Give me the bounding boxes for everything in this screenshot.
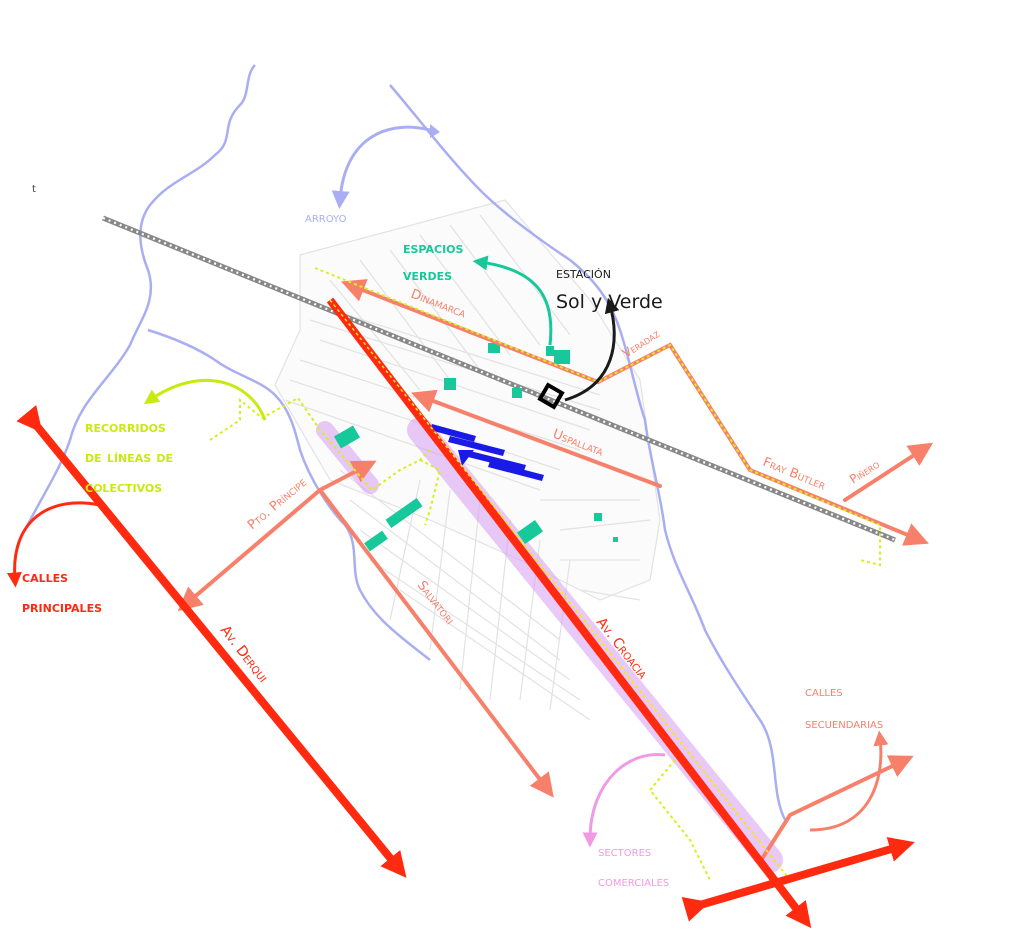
main-streets (16, 297, 915, 929)
label-calles-sec: calles (805, 684, 843, 700)
label-de-lineas: de líneas de (85, 448, 173, 466)
label-verdes: verdes (403, 266, 452, 284)
street-grid (274, 199, 661, 721)
north-mark: t (32, 184, 36, 195)
label-calles: calles (22, 567, 68, 586)
label-secuendarias: secuendarias (805, 716, 883, 732)
blue-blocks (430, 424, 544, 481)
label-recorridos: recorridos (85, 418, 166, 436)
station-icon (537, 382, 565, 410)
label-arroyo: arroyo (305, 210, 347, 226)
street-veradaz: Veradaz (620, 326, 662, 360)
label-comerciales: comerciales (598, 874, 669, 890)
railway (102, 215, 896, 543)
label-colectivos: colectivos (85, 478, 162, 496)
label-station-name: Sol y Verde (556, 291, 663, 313)
street-pinero: Piñero (847, 457, 882, 486)
label-espacios: espacios (403, 239, 464, 257)
label-sectores: sectores (598, 844, 651, 860)
label-estacion: estación (556, 264, 611, 282)
leader-arrows (6, 124, 889, 848)
label-principales: principales (22, 597, 102, 616)
